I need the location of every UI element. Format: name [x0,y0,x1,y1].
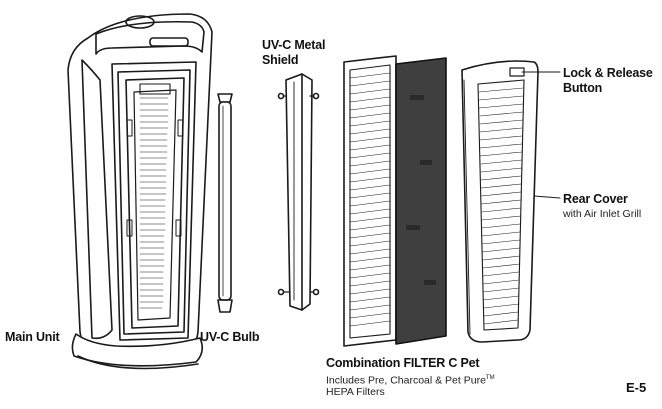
rear-cover-illustration [462,61,538,342]
combination-filter-illustration [344,56,446,346]
uvc-shield-label-line1: UV-C Metal [262,38,325,52]
lock-release-label-line1: Lock & Release [563,66,653,80]
combination-filter-label: Combination FILTER C Pet [326,356,479,370]
uvc-shield-illustration [279,74,319,310]
page-number: E-5 [626,380,646,395]
main-unit-illustration [68,14,212,369]
main-unit-label: Main Unit [5,330,59,344]
uvc-bulb-label: UV-C Bulb [200,330,259,344]
rear-cover-label: Rear Cover [563,192,628,206]
uvc-bulb-illustration [218,94,232,312]
combination-filter-sublabel-text: Includes Pre, Charcoal & Pet Pure [326,375,486,387]
trademark-mark: TM [486,375,495,381]
lock-release-label-line2: Button [563,81,602,95]
rear-cover-sublabel: with Air Inlet Grill [563,208,641,221]
combination-filter-sublabel-2: HEPA Filters [326,386,385,399]
uvc-shield-label-line2: Shield [262,53,298,67]
